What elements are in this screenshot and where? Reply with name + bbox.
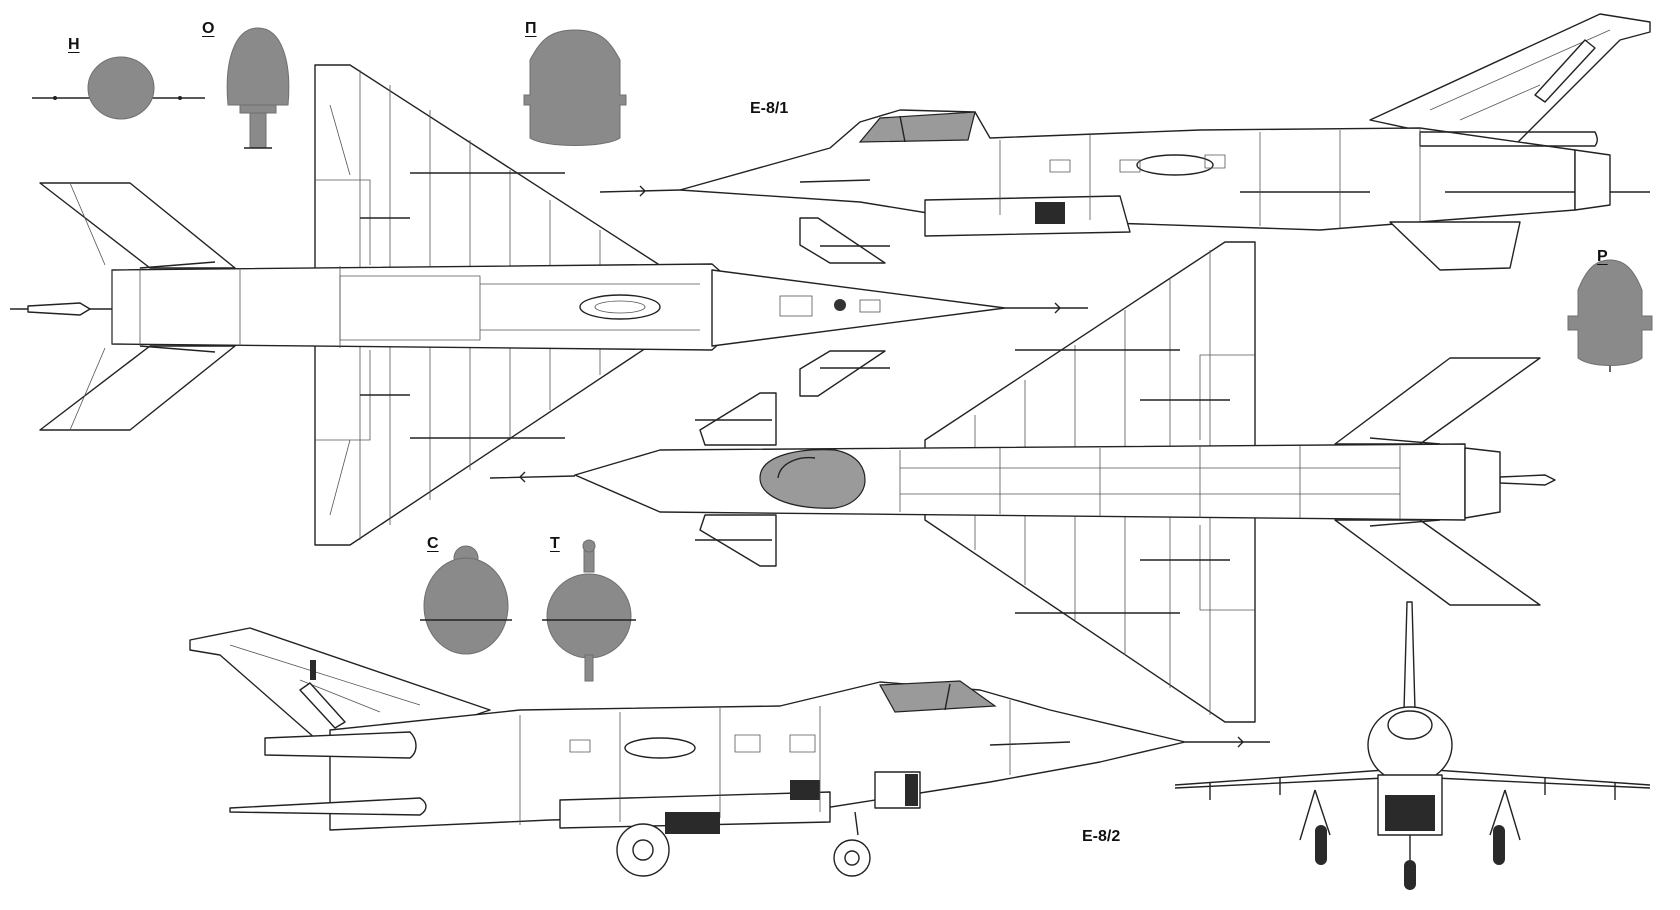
variant-label-e8-1: Е-8/1 — [750, 100, 789, 117]
section-p-shape — [523, 29, 627, 146]
side-view-e8-1 — [599, 13, 1651, 271]
section-label-t: Т — [550, 535, 560, 552]
section-s-shape — [420, 545, 512, 655]
section-label-s: С — [427, 535, 439, 552]
section-o-shape — [226, 27, 290, 149]
section-label-r: Р — [1597, 248, 1608, 265]
variant-label-e8-2: Е-8/2 — [1082, 828, 1121, 845]
section-r-shape — [1567, 259, 1653, 372]
section-label-p: П — [525, 20, 537, 37]
section-t-shape — [542, 539, 636, 682]
plan-view-bottom — [489, 241, 1556, 723]
side-view-e8-2 — [189, 627, 1270, 877]
section-label-h: Н — [68, 36, 80, 53]
section-h-shape — [32, 56, 205, 120]
section-label-o: О — [202, 20, 215, 37]
plan-view-top — [10, 64, 1088, 546]
front-view — [1174, 601, 1651, 890]
